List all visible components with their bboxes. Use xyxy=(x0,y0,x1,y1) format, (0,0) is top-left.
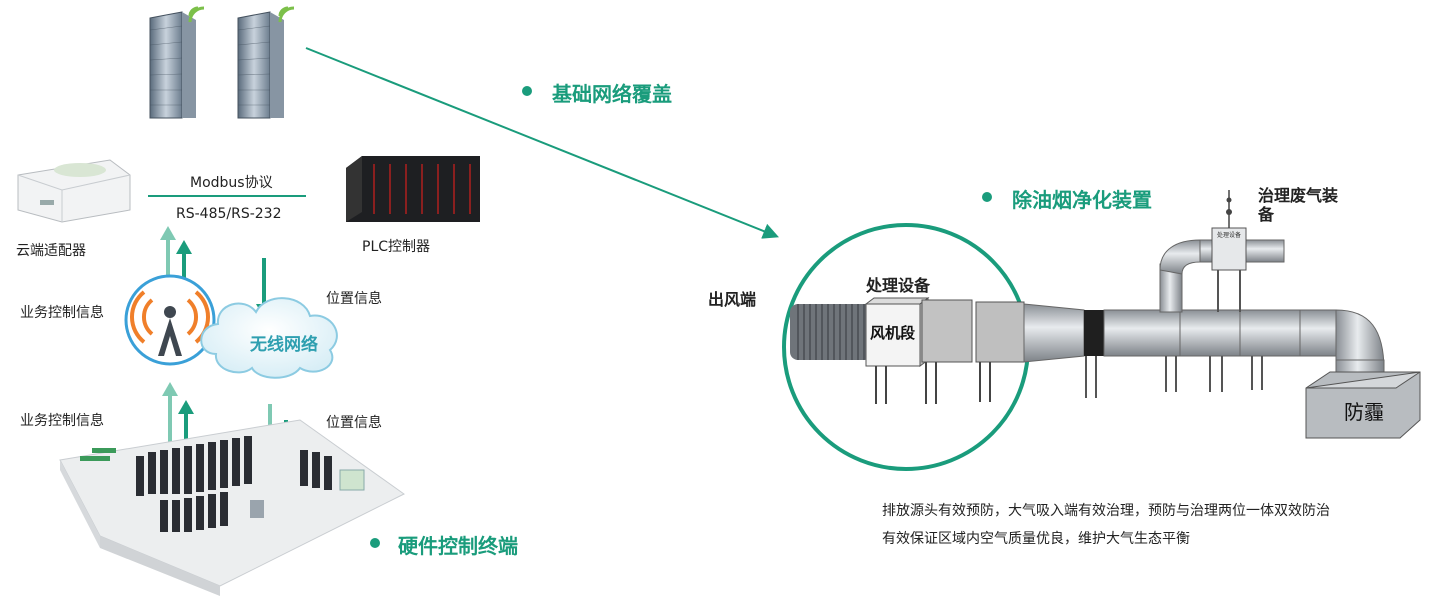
building-icon xyxy=(237,6,295,119)
protocol-label: Modbus协议 xyxy=(190,175,273,191)
plc-label: PLC控制器 xyxy=(362,239,431,255)
outlet-label: 出风端 xyxy=(708,290,757,309)
interface-label: RS-485/RS-232 xyxy=(176,206,282,222)
fangmai-label: 防霾 xyxy=(1344,400,1384,424)
description-line-2: 有效保证区域内空气质量优良，维护大气生态平衡 xyxy=(882,531,1190,547)
data-center-icon xyxy=(59,419,405,596)
plc-icon xyxy=(346,156,480,222)
section-title-hardware: 硬件控制终端 xyxy=(398,534,518,558)
fan-section-label: 风机段 xyxy=(870,324,916,342)
section-title-network: 基础网络覆盖 xyxy=(552,82,672,106)
position-info-label-bottom: 位置信息 xyxy=(326,415,382,431)
position-info-label-top: 位置信息 xyxy=(326,291,382,307)
cloud-adapter-label: 云端适配器 xyxy=(16,243,86,259)
flex-hose-icon xyxy=(790,304,872,360)
business-info-label-bottom: 业务控制信息 xyxy=(20,413,104,429)
section-dot xyxy=(982,192,992,202)
cloud-adapter-icon xyxy=(17,159,131,223)
processing-unit-icon xyxy=(864,297,1025,404)
connection-arrow xyxy=(305,47,779,239)
business-info-label-top: 业务控制信息 xyxy=(20,305,104,321)
description-line-1: 排放源头有效预防，大气吸入端有效治理，预防与治理两位一体双效防治 xyxy=(882,503,1330,519)
wireless-cloud-icon xyxy=(200,297,338,379)
section-dot xyxy=(522,86,532,96)
waste-gas-device-label: 治理废气装备 xyxy=(1258,186,1339,224)
process-device-label: 处理设备 xyxy=(866,276,931,295)
antenna-icon xyxy=(124,274,216,366)
device-tag-label: 处理设备 xyxy=(1216,232,1241,239)
wireless-label: 无线网络 xyxy=(250,335,318,355)
duct-icon xyxy=(1023,190,1421,439)
section-title-purifier: 除油烟净化装置 xyxy=(1012,188,1152,212)
building-icon xyxy=(149,6,205,119)
section-dot xyxy=(370,538,380,548)
